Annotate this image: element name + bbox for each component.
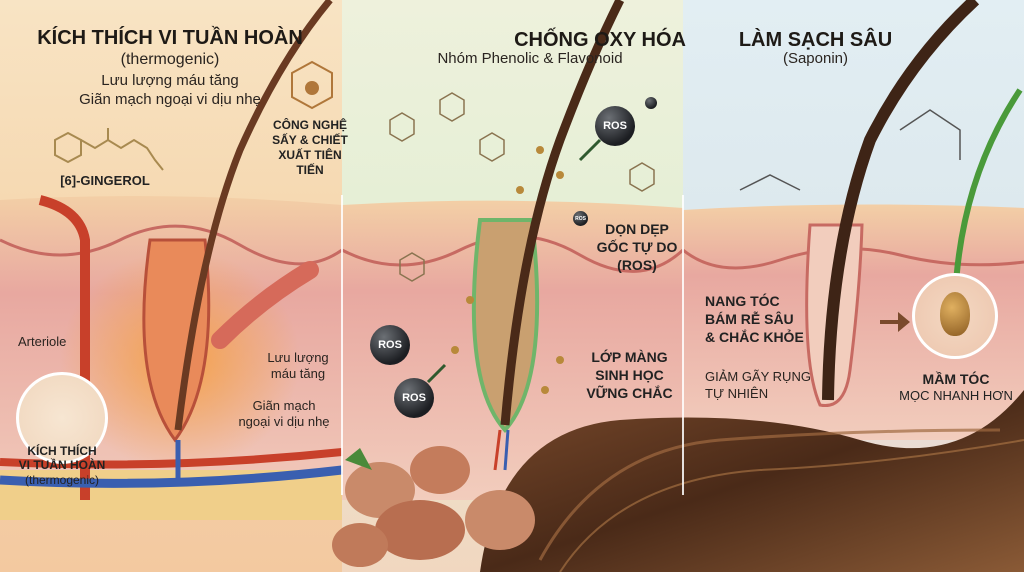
blood-flow-label: Lưu lượng máu tăng <box>258 350 338 381</box>
panel-divider <box>682 195 684 495</box>
circulation-badge-label: KÍCH THÍCH VI TUẦN HOÀN (thermogenic) <box>0 444 124 487</box>
membrane-label: LỚP MÀNG SINH HỌC VỮNG CHẮC <box>582 348 677 403</box>
antioxidant-subtitle: Nhóm Phenolic & Flavonoid <box>437 50 623 67</box>
tech-line: XUẤT TIÊN <box>278 148 342 162</box>
muscle <box>211 261 319 349</box>
follicle-line: NANG TÓC <box>705 293 780 309</box>
circulation-subtitle: (thermogenic) <box>120 51 220 68</box>
extraction-tech-icon <box>291 60 333 110</box>
membrane-line: LỚP MÀNG <box>591 349 668 365</box>
cleansing-title: LÀM SẠCH SÂU <box>738 29 893 51</box>
sprout-label: MẦM TÓC MỌC NHANH HƠN <box>890 370 1022 405</box>
dilation-line: Giãn mạch <box>252 398 316 413</box>
extraction-tech-label: CÔNG NGHỆ SẤY & CHIẾT XUẤT TIÊN TIẾN <box>270 118 350 178</box>
flow-line: máu tăng <box>270 365 326 381</box>
circulation-title: KÍCH THÍCH VI TUẦN HOÀN <box>37 27 303 49</box>
phenolic-molecules <box>389 92 655 282</box>
follicle <box>142 238 211 443</box>
arteriole-label: Arteriole <box>18 334 67 349</box>
scavenge-label: DỌN DẸP GỐC TỰ DO (ROS) <box>592 220 682 275</box>
vein <box>0 465 343 488</box>
antioxidant-title: CHỐNG OXY HÓA <box>514 29 686 51</box>
badge-molecule-circle <box>16 372 108 464</box>
ros-molecule: ROS <box>370 325 410 365</box>
ginger-root-image <box>332 446 535 567</box>
panel-divider <box>341 195 343 495</box>
sprout-line: MỌC NHANH HƠN <box>899 388 1013 404</box>
membrane-line: SINH HỌC <box>595 367 664 384</box>
tech-line: TIẾN <box>296 163 324 177</box>
follicle-line: & CHẮC KHỎE <box>705 329 804 346</box>
gingerol-molecule <box>54 128 164 171</box>
follicle-label: NANG TÓC BÁM RỄ SÂU & CHẮC KHỎE <box>705 292 804 347</box>
gingerol-label: [6]-GINGEROL <box>60 173 150 188</box>
circulation-line-1: Lưu lượng máu tăng <box>101 72 239 89</box>
flow-line: Lưu lượng <box>267 350 329 365</box>
hair-strand <box>822 0 980 401</box>
tech-line: CÔNG NGHỆ <box>272 118 347 132</box>
arteriole <box>38 195 90 500</box>
scavenge-line: GỐC TỰ DO <box>596 239 678 256</box>
breakage-line: GIẢM GÃY RỤNG <box>705 369 811 384</box>
ros-molecule: ROS <box>595 106 635 146</box>
sprout-circle <box>912 273 998 359</box>
badge-line: (thermogenic) <box>24 472 100 487</box>
badge-line: VI TUẦN HOÀN <box>18 458 106 473</box>
cleansing-subtitle: (Saponin) <box>782 50 849 67</box>
antioxidant-beads <box>451 146 564 394</box>
hair-flow <box>480 390 1024 572</box>
dilation-line: ngoại vi dịu nhẹ <box>238 413 330 429</box>
artery <box>0 448 343 469</box>
scavenge-line: (ROS) <box>617 257 657 274</box>
circulation-line-2: Giãn mạch ngoại vi dịu nhẹ <box>79 91 261 108</box>
sprout-line: MẦM TÓC <box>922 371 990 387</box>
ros-molecule: ROS <box>573 211 588 226</box>
dilation-label: Giãn mạch ngoại vi dịu nhẹ <box>228 398 340 429</box>
hair-strand <box>500 0 625 426</box>
hair-strand <box>174 0 333 431</box>
scavenge-line: DỌN DẸP <box>605 221 669 237</box>
ros-molecule: ROS <box>394 378 434 418</box>
breakage-line: TỰ NHIÊN <box>705 385 769 401</box>
saponin-molecules <box>739 109 961 191</box>
breakage-label: GIẢM GÃY RỤNG TỰ NHIÊN <box>705 369 811 403</box>
tech-line: SẤY & CHIẾT <box>272 133 348 147</box>
arrow-icon <box>426 363 447 384</box>
hair-bulb-icon <box>940 292 970 336</box>
membrane-line: VỮNG CHẮC <box>586 385 673 402</box>
arrow-icon <box>880 312 910 332</box>
ros-dot <box>645 97 657 109</box>
arrow-icon <box>578 138 602 162</box>
badge-line: KÍCH THÍCH <box>27 444 97 458</box>
green-sprout <box>952 88 1023 301</box>
follicle-line: BÁM RỄ SÂU <box>705 311 794 328</box>
